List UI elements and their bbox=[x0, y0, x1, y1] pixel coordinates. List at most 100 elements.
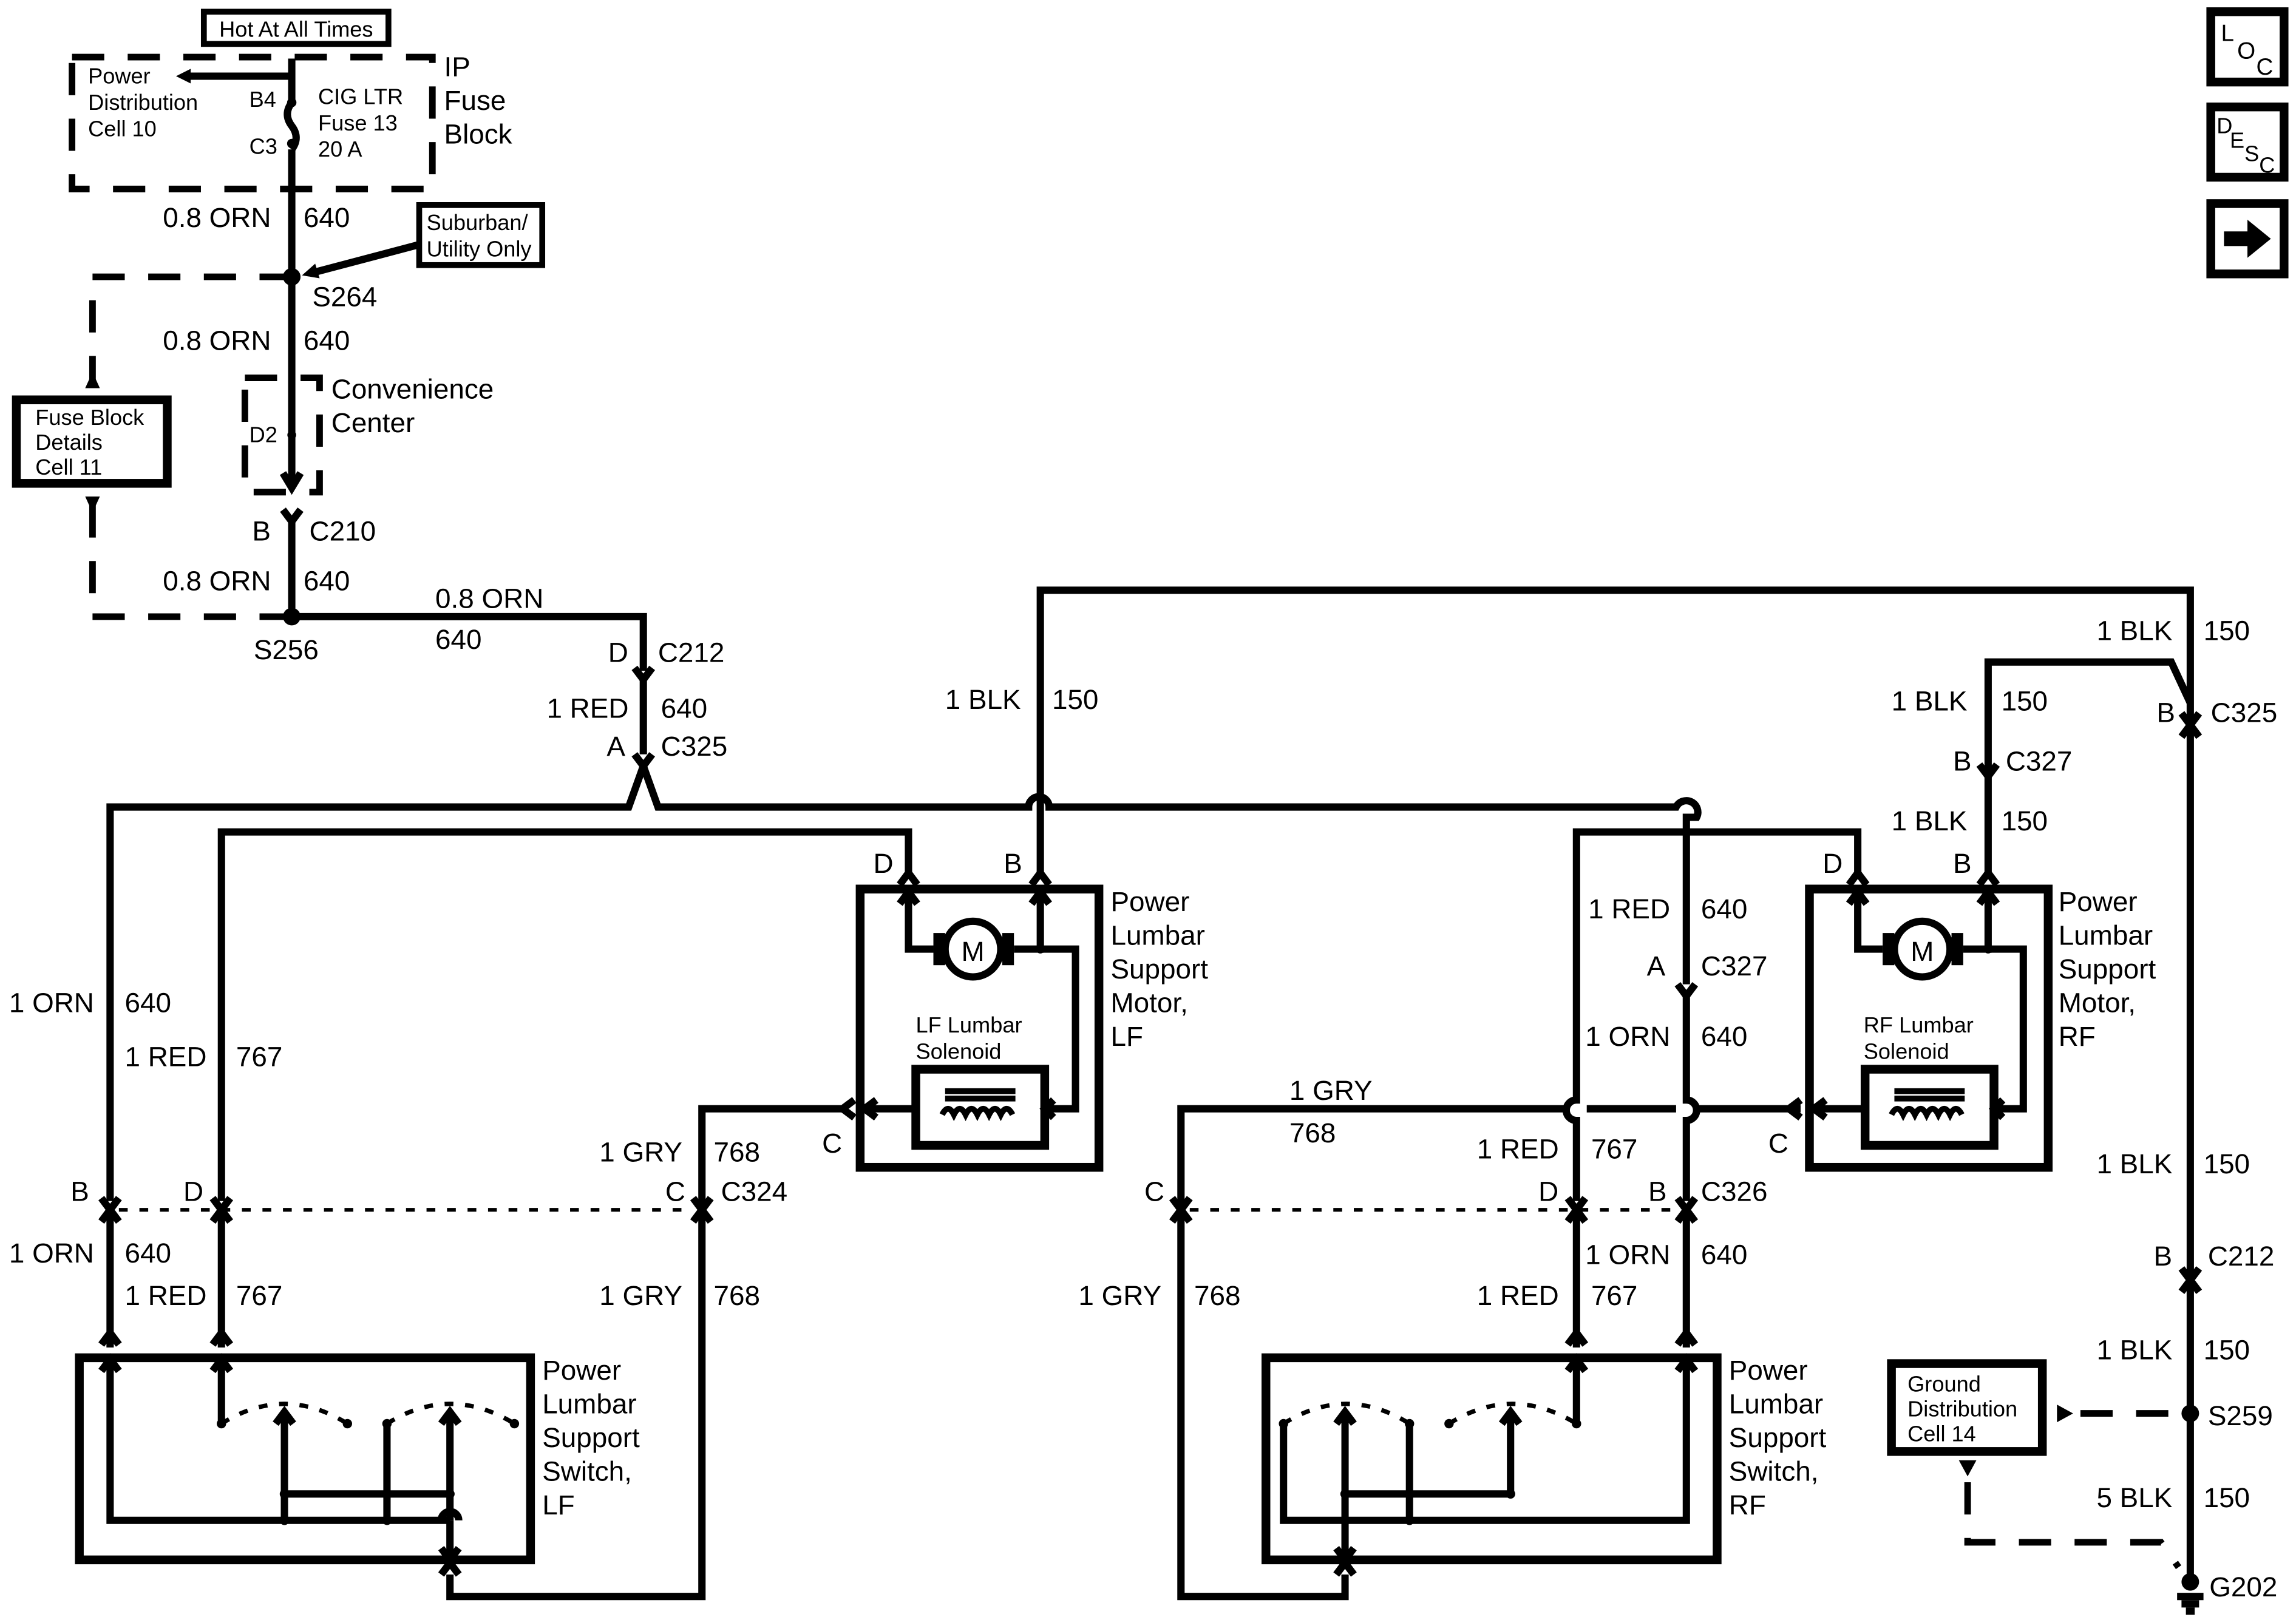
arrow-down-icon bbox=[85, 497, 100, 513]
svg-text:150: 150 bbox=[2204, 1482, 2250, 1513]
svg-text:B: B bbox=[1004, 848, 1022, 879]
svg-text:Cell 11: Cell 11 bbox=[35, 455, 102, 480]
wire-1-orn-640-rf bbox=[1682, 993, 1700, 1201]
svg-text:1 BLK: 1 BLK bbox=[1892, 685, 1968, 716]
pdc-line2: Distribution bbox=[88, 90, 198, 115]
wire-label: 0.8 ORN bbox=[163, 202, 271, 233]
svg-text:B: B bbox=[1953, 848, 1972, 879]
arrow-right-icon bbox=[2224, 219, 2271, 258]
convenience-center: D2 Convenience Center bbox=[241, 373, 494, 496]
svg-text:1 GRY: 1 GRY bbox=[599, 1280, 682, 1311]
svg-text:150: 150 bbox=[2204, 1148, 2250, 1179]
svg-text:150: 150 bbox=[2002, 685, 2048, 716]
s264-label: S264 bbox=[312, 281, 377, 312]
svg-text:C325: C325 bbox=[2211, 697, 2278, 728]
svg-text:768: 768 bbox=[1289, 1117, 1336, 1148]
ip-line3: Block bbox=[444, 118, 512, 149]
svg-text:L: L bbox=[2221, 21, 2234, 47]
svg-text:767: 767 bbox=[236, 1042, 282, 1073]
hot-at-all-times-box: Hot At All Times bbox=[200, 8, 392, 47]
arrow-down-small-icon bbox=[1958, 1460, 1977, 1477]
svg-text:Suburban/: Suburban/ bbox=[427, 210, 529, 235]
arrow-left-icon bbox=[175, 69, 191, 84]
svg-text:5 BLK: 5 BLK bbox=[2096, 1482, 2172, 1513]
hot-label: Hot At All Times bbox=[219, 16, 373, 41]
svg-text:768: 768 bbox=[714, 1137, 760, 1168]
loc-button[interactable]: L O C bbox=[2206, 7, 2289, 87]
svg-text:S: S bbox=[2244, 141, 2259, 166]
svg-text:640: 640 bbox=[435, 624, 481, 655]
svg-text:D: D bbox=[1822, 848, 1843, 879]
svg-text:M: M bbox=[962, 936, 985, 967]
splice-s259 bbox=[2181, 1405, 2199, 1423]
svg-text:640: 640 bbox=[304, 565, 350, 596]
ip-line2: Fuse bbox=[444, 85, 506, 116]
b4-label: B4 bbox=[250, 87, 276, 112]
svg-text:640: 640 bbox=[661, 693, 707, 724]
wire-640-to-seats bbox=[291, 612, 647, 671]
svg-text:Motor,: Motor, bbox=[2059, 987, 2136, 1018]
svg-text:C325: C325 bbox=[661, 731, 728, 762]
svg-text:1 GRY: 1 GRY bbox=[599, 1137, 682, 1168]
svg-text:C212: C212 bbox=[2208, 1241, 2275, 1272]
svg-text:C: C bbox=[665, 1176, 685, 1207]
svg-text:1 RED: 1 RED bbox=[1588, 893, 1670, 924]
svg-text:D: D bbox=[183, 1176, 203, 1207]
splice-s264 bbox=[283, 268, 301, 286]
svg-text:M: M bbox=[1911, 936, 1934, 967]
solenoid-coil-icon bbox=[939, 1105, 1016, 1122]
svg-text:B: B bbox=[252, 515, 271, 546]
fuse-name: CIG LTR bbox=[318, 84, 403, 109]
svg-text:1 BLK: 1 BLK bbox=[945, 684, 1021, 715]
pdc-line1: Power bbox=[88, 64, 151, 89]
svg-text:Lumbar: Lumbar bbox=[1729, 1389, 1823, 1420]
svg-text:Fuse Block: Fuse Block bbox=[35, 405, 144, 430]
svg-text:Solenoid: Solenoid bbox=[1864, 1039, 1949, 1064]
c3-label: C3 bbox=[250, 134, 277, 158]
wire-1-blk-150 bbox=[1036, 586, 2194, 879]
svg-text:B: B bbox=[1648, 1176, 1667, 1207]
wire-1-gry-768-lf bbox=[446, 1105, 843, 1601]
pdc-line3: Cell 10 bbox=[88, 116, 157, 141]
svg-text:150: 150 bbox=[1052, 684, 1098, 715]
ip-fuse-block: Power Distribution Cell 10 B4 C3 CIG LTR… bbox=[69, 51, 512, 192]
svg-text:Lumbar: Lumbar bbox=[542, 1389, 636, 1420]
svg-text:1 RED: 1 RED bbox=[546, 693, 628, 724]
desc-button[interactable]: D E S C bbox=[2206, 102, 2289, 182]
svg-text:150: 150 bbox=[2204, 615, 2250, 646]
svg-text:767: 767 bbox=[1591, 1134, 1637, 1165]
svg-text:C: C bbox=[1768, 1128, 1788, 1159]
ip-line1: IP bbox=[444, 51, 470, 82]
circuit-label: 640 bbox=[304, 202, 350, 233]
svg-text:767: 767 bbox=[1591, 1280, 1637, 1311]
svg-text:768: 768 bbox=[1194, 1280, 1240, 1311]
next-button[interactable] bbox=[2206, 199, 2289, 279]
svg-text:1 BLK: 1 BLK bbox=[1892, 805, 1968, 836]
svg-text:D: D bbox=[874, 848, 894, 879]
svg-text:640: 640 bbox=[1701, 1239, 1747, 1270]
svg-text:O: O bbox=[2237, 38, 2255, 64]
svg-text:B: B bbox=[70, 1176, 89, 1207]
fuse-block-details-ref: Fuse Block Details Cell 11 bbox=[12, 395, 172, 488]
arrow-up-icon bbox=[85, 371, 100, 388]
ground-symbol-icon bbox=[2177, 1573, 2204, 1615]
svg-text:1 ORN: 1 ORN bbox=[9, 1238, 94, 1269]
svg-text:1 RED: 1 RED bbox=[1477, 1134, 1559, 1165]
svg-text:1 BLK: 1 BLK bbox=[2096, 1334, 2172, 1365]
svg-text:1 RED: 1 RED bbox=[1477, 1280, 1559, 1311]
svg-text:D: D bbox=[608, 637, 628, 668]
svg-text:C210: C210 bbox=[310, 515, 376, 546]
connector-c324: B D C C324 bbox=[70, 1176, 787, 1224]
svg-text:767: 767 bbox=[236, 1280, 282, 1311]
svg-text:C326: C326 bbox=[1701, 1176, 1768, 1207]
arrow-right-small-icon bbox=[2057, 1405, 2073, 1423]
svg-text:B: B bbox=[1953, 745, 1972, 776]
suburban-note: Suburban/ Utility Only bbox=[302, 202, 546, 279]
svg-text:D2: D2 bbox=[250, 422, 277, 447]
svg-text:A: A bbox=[1647, 951, 1666, 981]
wire-1-red-640-rf bbox=[640, 764, 1702, 985]
svg-text:S259: S259 bbox=[2208, 1400, 2273, 1431]
svg-text:LF Lumbar: LF Lumbar bbox=[916, 1012, 1022, 1037]
motor-icon bbox=[941, 917, 1005, 981]
